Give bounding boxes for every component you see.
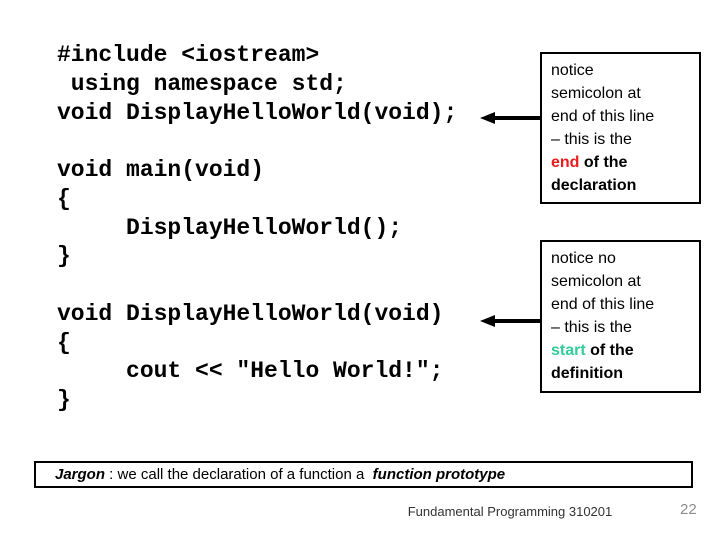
- callout-declaration-tail: of the declaration: [551, 154, 637, 194]
- page-number: 22: [680, 501, 697, 518]
- callout-definition-tail: of the definition: [551, 342, 634, 382]
- left-arrow-icon: [480, 112, 540, 124]
- left-arrow-icon: [480, 315, 540, 327]
- callout-definition-highlight: start: [551, 342, 586, 359]
- jargon-emphasis: function prototype: [372, 466, 506, 483]
- callout-definition-intro: notice no semicolon at end of this line …: [551, 250, 655, 336]
- callout-declaration-note: notice semicolon at end of this line – t…: [540, 52, 701, 204]
- jargon-box: Jargon : we call the declaration of a fu…: [34, 461, 693, 488]
- jargon-middle-text: : we call the declaration of a function …: [105, 466, 373, 483]
- jargon-label: Jargon: [55, 466, 106, 483]
- code-block: #include <iostream> using namespace std;…: [57, 42, 458, 413]
- callout-declaration-highlight: end: [551, 154, 580, 171]
- callout-definition-note: notice no semicolon at end of this line …: [540, 240, 701, 393]
- footer-course-label: Fundamental Programming 310201: [407, 504, 613, 519]
- callout-declaration-intro: notice semicolon at end of this line – t…: [551, 62, 655, 148]
